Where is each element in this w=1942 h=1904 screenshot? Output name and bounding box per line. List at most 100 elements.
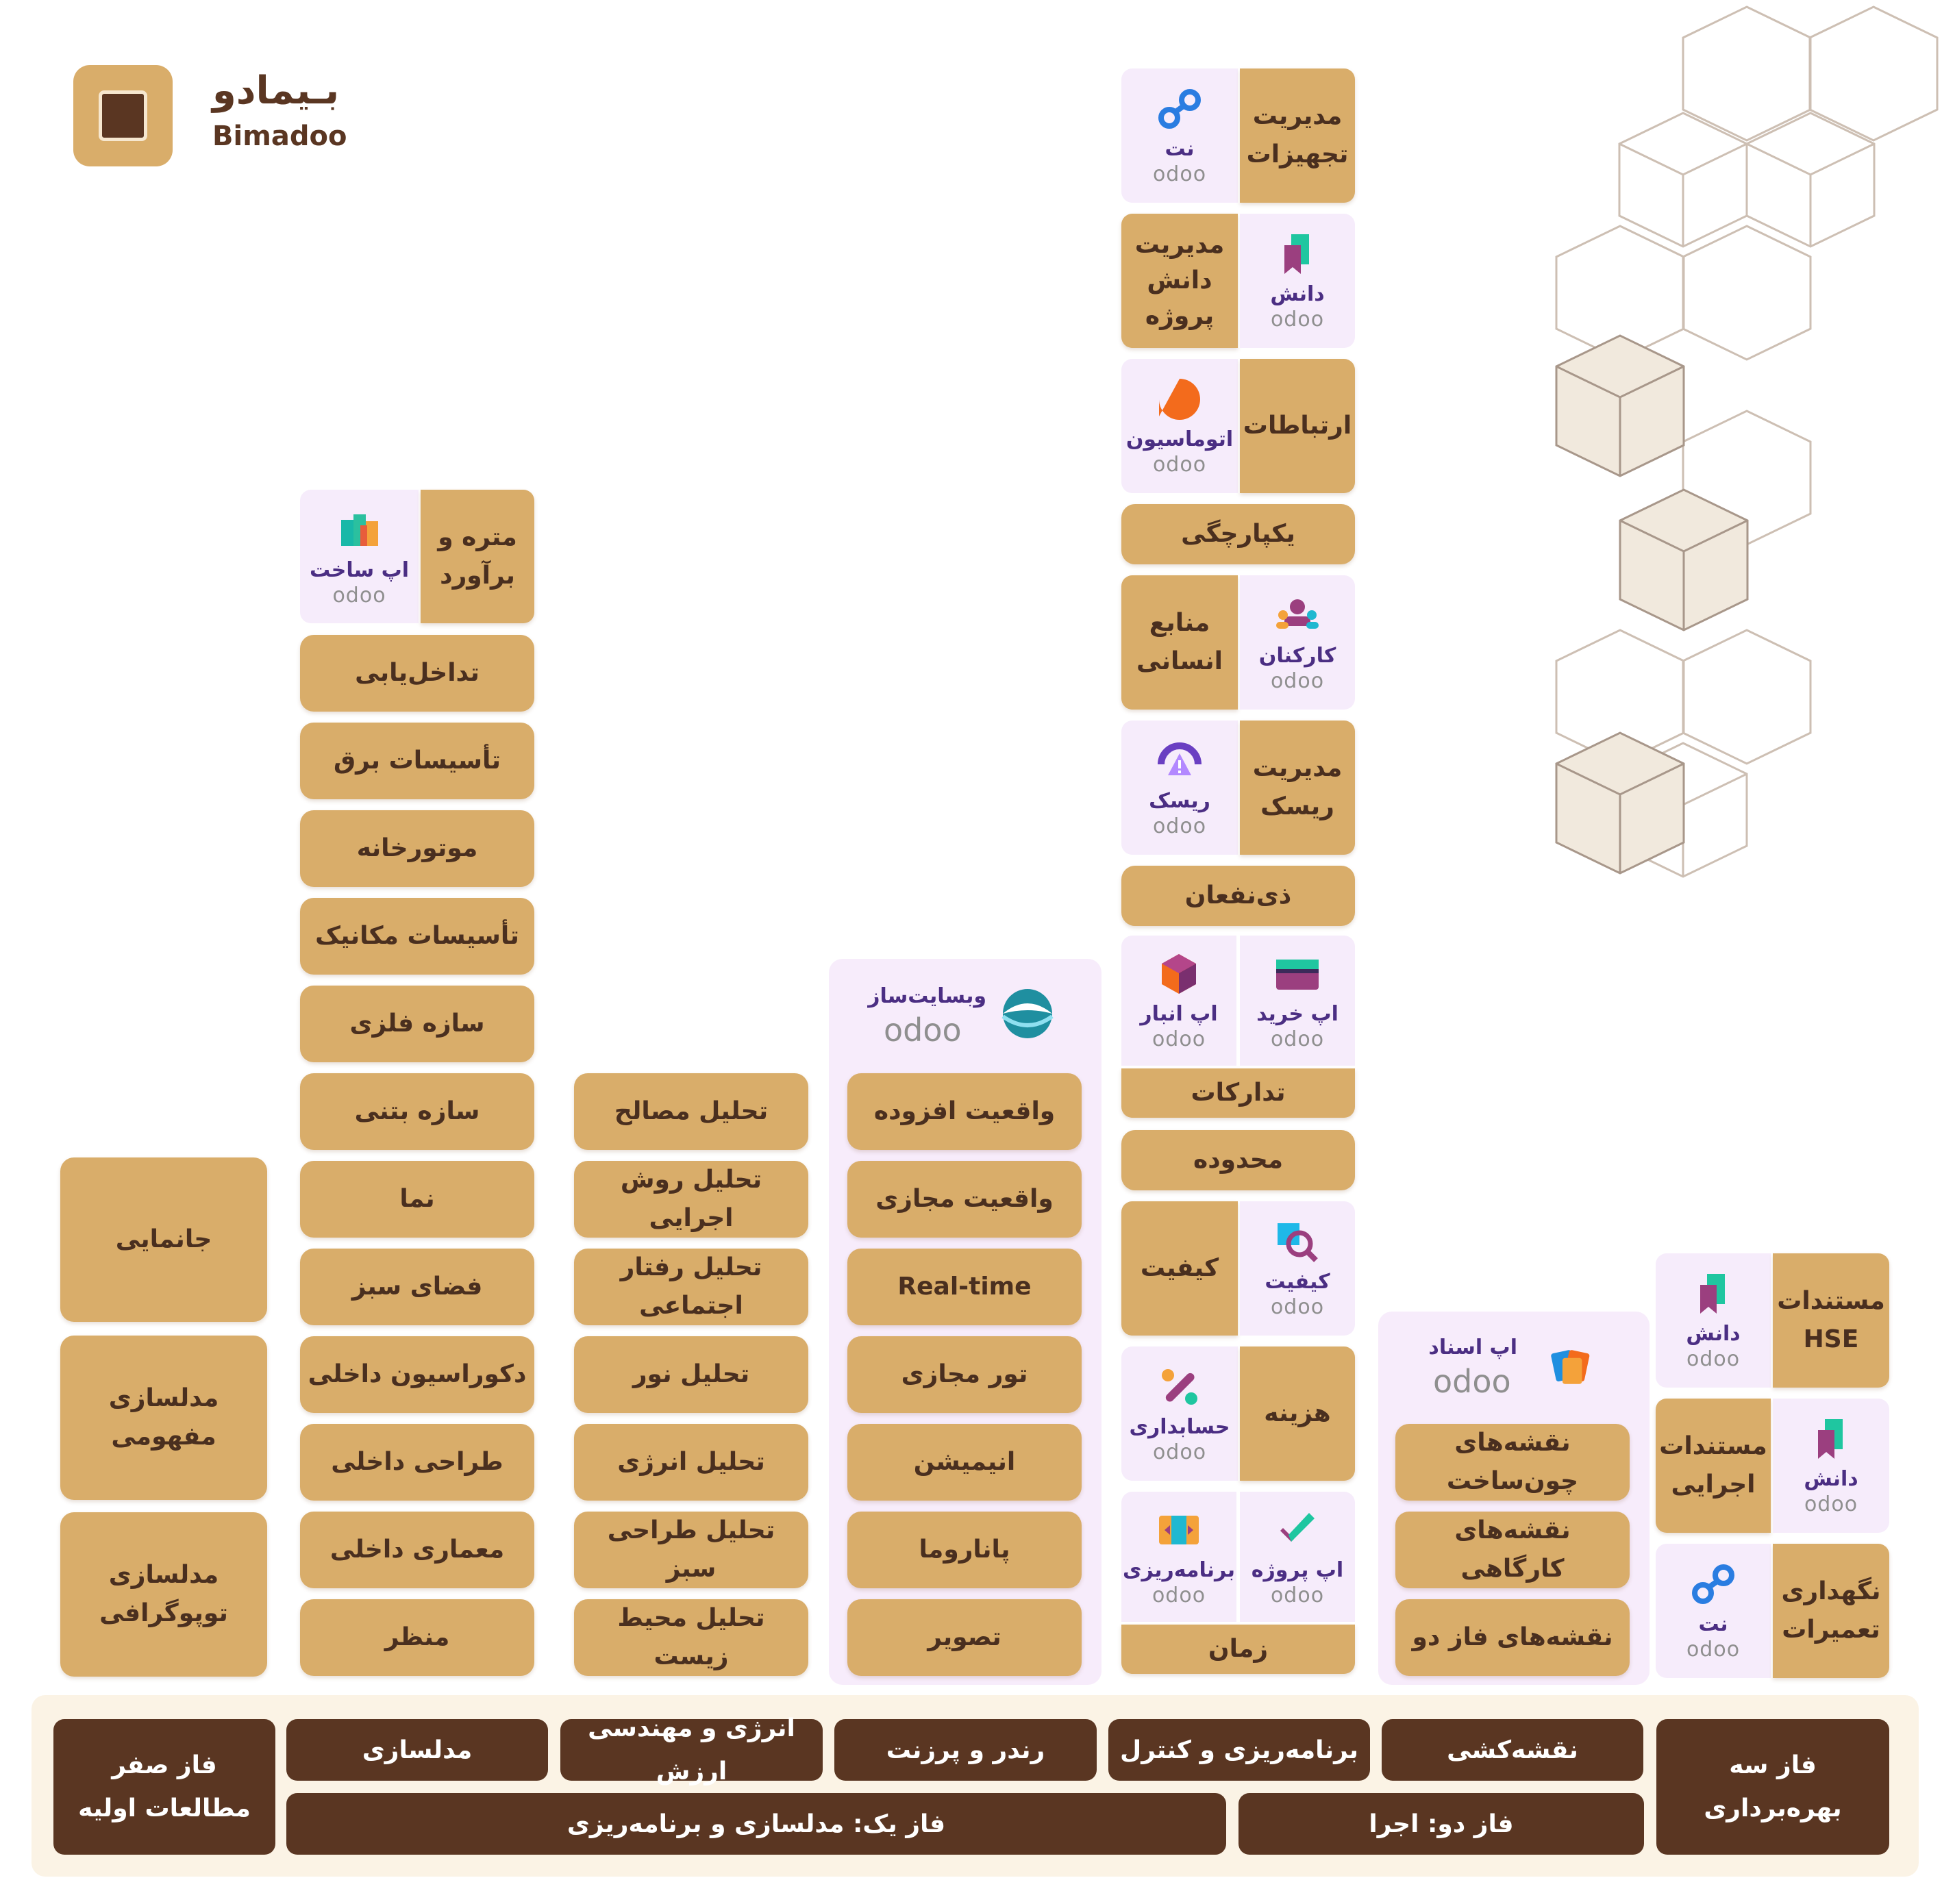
- tile-light-analysis: تحلیل نور: [574, 1336, 808, 1413]
- tile-time: زمان: [1121, 1625, 1355, 1674]
- brand-name-fa: بـیمادو: [212, 68, 340, 113]
- app-name: دانش: [1804, 1467, 1858, 1491]
- app-name: اپ پروژه: [1251, 1558, 1344, 1582]
- tile-quality: کیفیت: [1121, 1201, 1238, 1336]
- tile-maintenance: نگهداری تعمیرات: [1773, 1544, 1889, 1678]
- tile-virtual-reality: واقعیت مجازی: [847, 1161, 1082, 1238]
- tile-shop-drawings: نقشه‌های کارگاهی: [1395, 1512, 1630, 1588]
- app-name: اپ اسناد: [1428, 1336, 1517, 1360]
- app-warehouse: اپ انبار odoo: [1121, 936, 1236, 1066]
- odoo-logo: odoo: [1152, 814, 1207, 838]
- tile-clash-detection: تداخل‌یابی: [300, 635, 534, 712]
- app-name: ریسک: [1149, 789, 1210, 813]
- app-quality: کیفیت odoo: [1240, 1201, 1355, 1336]
- tile-green-design-analysis: تحلیل طراحی سبز: [574, 1512, 808, 1588]
- app-knowledge: دانش odoo: [1240, 214, 1355, 348]
- planning-app-icon: [1159, 1516, 1199, 1544]
- tile-stakeholders: ذی‌نفعان: [1121, 866, 1355, 926]
- tile-quantity-estimation: متره و برآورد: [421, 490, 534, 623]
- odoo-logo: odoo: [1152, 453, 1207, 477]
- odoo-logo: odoo: [1686, 1638, 1741, 1662]
- odoo-logo: odoo: [1270, 308, 1325, 331]
- phase-drafting: نقشه‌کشی: [1382, 1719, 1643, 1781]
- tile-augmented-reality: واقعیت افزوده: [847, 1073, 1082, 1150]
- odoo-logo: odoo: [1270, 1027, 1325, 1051]
- app-planning: برنامه‌ریزی odoo: [1121, 1492, 1236, 1622]
- odoo-logo: odoo: [1270, 1583, 1325, 1607]
- tile-material-analysis: تحلیل مصالح: [574, 1073, 808, 1150]
- tile-animation: انیمیشن: [847, 1424, 1082, 1501]
- documents-app-icon: [1551, 1350, 1590, 1384]
- tile-engine-room: موتورخانه: [300, 810, 534, 887]
- app-name: دانش: [1270, 282, 1325, 306]
- tile-communications: ارتباطات: [1240, 359, 1355, 493]
- brand-logo: [73, 65, 173, 166]
- app-automation: اتوماسیون odoo: [1121, 359, 1238, 493]
- odoo-logo: odoo: [1152, 162, 1207, 186]
- tile-execution-documents: مستندات اجرایی: [1656, 1399, 1771, 1533]
- app-name: دانش: [1686, 1322, 1741, 1346]
- knowledge-app-icon: [1818, 1419, 1843, 1459]
- tile-placement: جانمایی: [60, 1157, 267, 1322]
- tile-green-space: فضای سبز: [300, 1249, 534, 1325]
- tile-method-analysis: تحلیل روش اجرایی: [574, 1161, 808, 1238]
- tile-topography-modeling: مدلسازی توپوگرافی: [60, 1512, 267, 1677]
- tile-risk-management: مدیریت ریسک: [1240, 721, 1355, 855]
- tile-integration: یکپارچگی: [1121, 504, 1355, 564]
- construction-app-icon: [340, 514, 378, 546]
- tile-electrical: تأسیسات برق: [300, 723, 534, 799]
- tile-procurement: تدارکات: [1121, 1068, 1355, 1118]
- app-maintenance-2: نت odoo: [1656, 1544, 1771, 1678]
- tile-facade: نما: [300, 1161, 534, 1238]
- app-maintenance: نت odoo: [1121, 68, 1238, 203]
- quality-app-icon: [1278, 1223, 1318, 1262]
- tile-virtual-tour: تور مجازی: [847, 1336, 1082, 1413]
- phase-three: فاز سه بهره‌برداری: [1656, 1719, 1889, 1855]
- app-name: اتوماسیون: [1125, 427, 1234, 451]
- app-employees: کارکنان odoo: [1240, 575, 1355, 710]
- app-risk: ریسک odoo: [1121, 721, 1238, 855]
- app-project: اپ پروژه odoo: [1240, 1492, 1355, 1622]
- phase-zero: فاز صفر مطالعات اولیه: [53, 1719, 275, 1855]
- tile-environment-analysis: تحلیل محیط زیست: [574, 1599, 808, 1676]
- app-construction: اپ ساخت odoo: [300, 490, 419, 623]
- odoo-logo: odoo: [1151, 1583, 1206, 1607]
- maintenance-app-icon: [1158, 89, 1201, 129]
- tile-steel-structure: سازه فلزی: [300, 986, 534, 1062]
- phase-render: رندر و پرزنت: [834, 1719, 1097, 1781]
- purchase-app-icon: [1276, 960, 1319, 990]
- brand-name-en: Bimadoo: [212, 121, 347, 152]
- knowledge-app-icon: [1284, 234, 1309, 274]
- tile-realtime: Real-time: [847, 1249, 1082, 1325]
- website-builder-icon: [1001, 989, 1054, 1038]
- knowledge-app-icon: [1700, 1274, 1725, 1314]
- tile-interior-design: طراحی داخلی: [300, 1424, 534, 1501]
- tile-cost: هزینه: [1240, 1346, 1355, 1481]
- phase-planning-control: برنامه‌ریزی و کنترل: [1108, 1719, 1370, 1781]
- app-documents: اپ اسناد odoo: [1397, 1327, 1630, 1410]
- app-name: وبسایت‌ساز: [868, 984, 986, 1008]
- phase-modeling: مدلسازی: [286, 1719, 548, 1781]
- app-name: کیفیت: [1265, 1270, 1330, 1294]
- odoo-logo: odoo: [332, 583, 386, 607]
- app-name: نت: [1698, 1612, 1728, 1636]
- tile-project-knowledge: مدیریت دانش پروژه: [1121, 214, 1238, 348]
- app-name: کارکنان: [1258, 644, 1336, 668]
- phase-energy-value: انرژی و مهندسی ارزش: [560, 1714, 823, 1786]
- tile-equipment-management: مدیریت تجهیزات: [1240, 68, 1355, 203]
- automation-app-icon: [1159, 379, 1200, 420]
- odoo-logo: odoo: [1433, 1363, 1511, 1400]
- tile-hse-documents: مستندات HSE: [1773, 1253, 1889, 1388]
- warehouse-app-icon: [1162, 954, 1196, 994]
- odoo-logo: odoo: [1270, 1295, 1325, 1319]
- tile-human-resources: منابع انسانی: [1121, 575, 1238, 710]
- odoo-logo: odoo: [1151, 1027, 1206, 1051]
- phase-two: فاز دو: اجرا: [1238, 1793, 1644, 1855]
- tile-concrete-structure: سازه بتنی: [300, 1073, 534, 1150]
- tile-social-behavior-analysis: تحلیل رفتار اجتماعی: [574, 1249, 808, 1325]
- app-name: برنامه‌ریزی: [1123, 1558, 1235, 1582]
- tile-phase-two-drawings: نقشه‌های فاز دو: [1395, 1599, 1630, 1676]
- tile-scope: محدوده: [1121, 1130, 1355, 1190]
- odoo-logo: odoo: [1152, 1440, 1207, 1464]
- decorative-cubes: [1555, 5, 1939, 878]
